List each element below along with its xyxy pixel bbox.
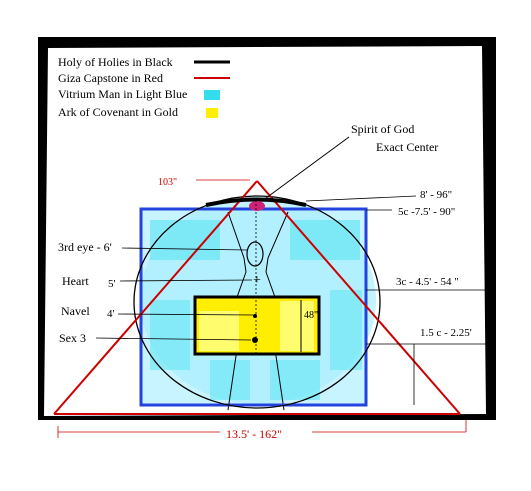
navel-line (117, 313, 254, 316)
apex-mark (249, 201, 265, 211)
legend-label-ark: Ark of Covenant in Gold (58, 105, 178, 119)
third-eye-label: 3rd eye - 6' (58, 240, 112, 254)
spirit-pointer (261, 136, 350, 202)
legend-label-holy: Holy of Holies in Black (58, 55, 173, 69)
sex-label: Sex 3 (59, 331, 86, 345)
heart-value: 5' (108, 278, 116, 290)
legend-label-capstone: Giza Capstone in Red (58, 71, 163, 85)
legend-swatch-ark (206, 108, 218, 118)
apex-inches-label: 103" (158, 177, 177, 188)
ark-height-label: 48" (304, 310, 318, 321)
top-dim-1-label: 8' - 96" (420, 189, 452, 201)
vitrium-circle (133, 195, 381, 409)
heart-line (119, 279, 253, 282)
heart-label: Heart (62, 274, 89, 288)
third-eye-mark (246, 241, 264, 267)
holy-of-holies (205, 197, 307, 207)
legend-label-vitrium: Vitrium Man in Light Blue (58, 87, 187, 101)
sex-dot (252, 337, 258, 343)
legend: Holy of Holies in Black Giza Capstone in… (58, 55, 230, 119)
heart-mark: + (253, 273, 261, 288)
exact-center-label: Exact Center (376, 140, 438, 154)
right-dim-1-label: 3c - 4.5' - 54 " (396, 276, 459, 288)
legend-swatch-vitrium (204, 90, 220, 100)
top-dim-1-line (305, 195, 417, 202)
navel-label: Navel (61, 304, 90, 318)
sex-line (95, 337, 252, 341)
spirit-of-god-label: Spirit of God (351, 122, 414, 136)
giza-capstone (53, 180, 461, 415)
third-eye-line (121, 247, 248, 251)
right-dim-2-label: 1.5 c - 2.25' (420, 327, 472, 339)
navel-value: 4' (107, 308, 115, 320)
base-dimension (57, 420, 467, 438)
ark-of-covenant (193, 295, 321, 356)
top-dim-2-label: 5c -7.5' - 90" (398, 206, 455, 218)
base-width-label: 13.5' - 162" (226, 427, 282, 441)
